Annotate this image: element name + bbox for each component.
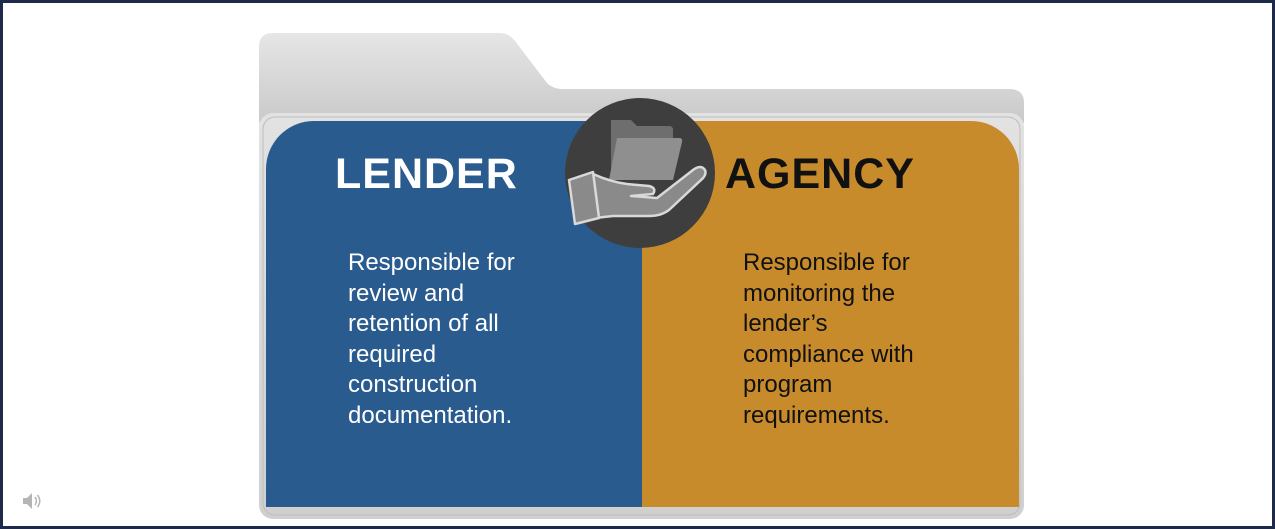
lender-line: retention of all (348, 310, 499, 337)
agency-line: Responsible for (743, 249, 910, 276)
agency-title: AGENCY (725, 150, 915, 198)
agency-line: program (743, 371, 833, 398)
lender-title: LENDER (335, 150, 518, 198)
agency-line: monitoring the (743, 279, 896, 307)
agency-line: lender’s (743, 310, 828, 337)
lender-line: construction (348, 371, 478, 398)
lender-description: Responsible for review and retention of … (348, 248, 598, 431)
hand-holding-folder-icon (565, 98, 715, 248)
lender-line: Responsible for (348, 249, 515, 276)
lender-line: required (348, 340, 437, 368)
lender-line: review and (348, 279, 465, 307)
speaker-icon[interactable] (21, 491, 45, 511)
lender-line: documentation. (348, 401, 513, 429)
agency-description: Responsible for monitoring the lender’s … (743, 248, 993, 431)
agency-line: compliance with (743, 340, 914, 368)
agency-line: requirements. (743, 401, 890, 429)
